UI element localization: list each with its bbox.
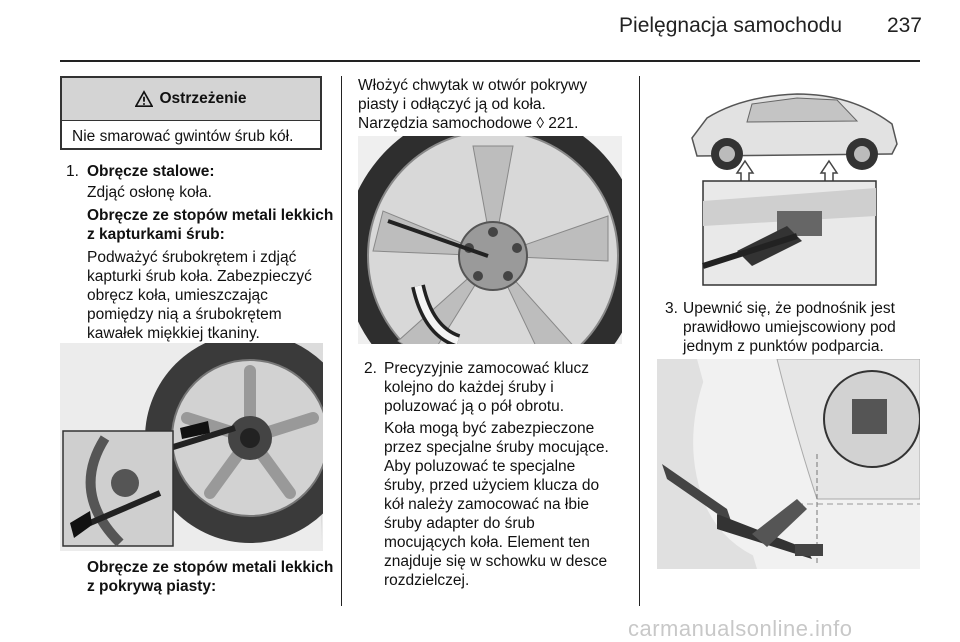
sub-1-text-line-3: obręcz koła, umieszczając	[87, 287, 268, 304]
item-3-text-line-1: Upewnić się, że podnośnik jest	[683, 300, 895, 317]
item-2-note-line-5: kół należy zamocować na łbie	[384, 496, 590, 513]
item-1-title: Obręcze stalowe:	[87, 163, 215, 180]
page-number: 237	[886, 14, 922, 37]
item-2-number: 2.	[364, 360, 377, 377]
item-2-note-line-7: mocujących koła. Element ten	[384, 534, 590, 551]
warning-title: Ostrzeżenie	[159, 90, 247, 107]
item-2-note-line-1: Koła mogą być zabezpieczone	[384, 420, 595, 437]
sub-1-text-line-1: Podważyć śrubokrętem i zdjąć	[87, 249, 297, 266]
watermark: carmanualsonline.info	[628, 616, 853, 641]
jack-positioning-illustration	[657, 359, 920, 569]
sub-1-title-line-1: Obręcze ze stopów metali lekkich	[87, 207, 334, 224]
item-2-note-line-3: Aby poluzować te specjalne	[384, 458, 576, 475]
sub-1-title-line-2: z kapturkami śrub:	[87, 226, 225, 243]
sub-2-title-line-2: z pokrywą piasty:	[87, 578, 217, 595]
sub-2-title-line-1: Obręcze ze stopów metali lekkich	[87, 559, 334, 576]
sub-1-text-line-5: kawałek miękkiej tkaniny.	[87, 325, 260, 342]
warning-triangle-icon	[135, 90, 154, 108]
intro-line-1: Włożyć chwytak w otwór pokrywy	[358, 77, 588, 94]
warning-box: Ostrzeżenie Nie smarować gwintów śrub kó…	[60, 76, 322, 150]
item-2-note-line-2: przez specjalne śruby mocujące.	[384, 439, 609, 456]
item-1-text: Zdjąć osłonę koła.	[87, 184, 212, 201]
header-divider	[60, 60, 920, 62]
intro-line-2: piasty i odłączyć ją od koła.	[358, 96, 546, 113]
item-3-text-line-2: prawidłowo umiejscowiony pod	[683, 319, 896, 336]
column-divider-2	[639, 76, 640, 606]
hub-cover-removal-illustration	[358, 136, 622, 344]
item-2-note-line-4: śruby, przed użyciem klucza do	[384, 477, 600, 494]
car-jack-points-illustration	[657, 76, 920, 288]
item-2-text-line-2: kolejno do każdej śruby i	[384, 379, 554, 396]
item-1-number: 1.	[66, 163, 79, 180]
intro-line-3-reference[interactable]: Narzędzia samochodowe ◊ 221.	[358, 115, 579, 132]
sub-1-text-line-4: pomiędzy nią a śrubokrętem	[87, 306, 282, 323]
item-3-text-line-3: jednym z punktów podparcia.	[683, 338, 884, 355]
item-3-number: 3.	[665, 300, 678, 317]
item-2-text-line-3: poluzować ją o pół obrotu.	[384, 398, 565, 415]
warning-text: Nie smarować gwintów śrub kół.	[72, 128, 294, 145]
column-divider-1	[341, 76, 342, 606]
item-2-note-line-9: rozdzielczej.	[384, 572, 470, 589]
warning-header: Ostrzeżenie	[62, 78, 320, 121]
page-header-title: Pielęgnacja samochodu	[619, 14, 842, 37]
item-2-note-line-6: śruby adapter do śrub	[384, 515, 535, 532]
sub-1-text-line-2: kapturki śrub koła. Zabezpieczyć	[87, 268, 312, 285]
item-2-note-line-8: znajduje się w schowku w desce	[384, 553, 608, 570]
wheel-cap-removal-illustration	[60, 343, 323, 551]
item-2-text-line-1: Precyzyjnie zamocować klucz	[384, 360, 590, 377]
